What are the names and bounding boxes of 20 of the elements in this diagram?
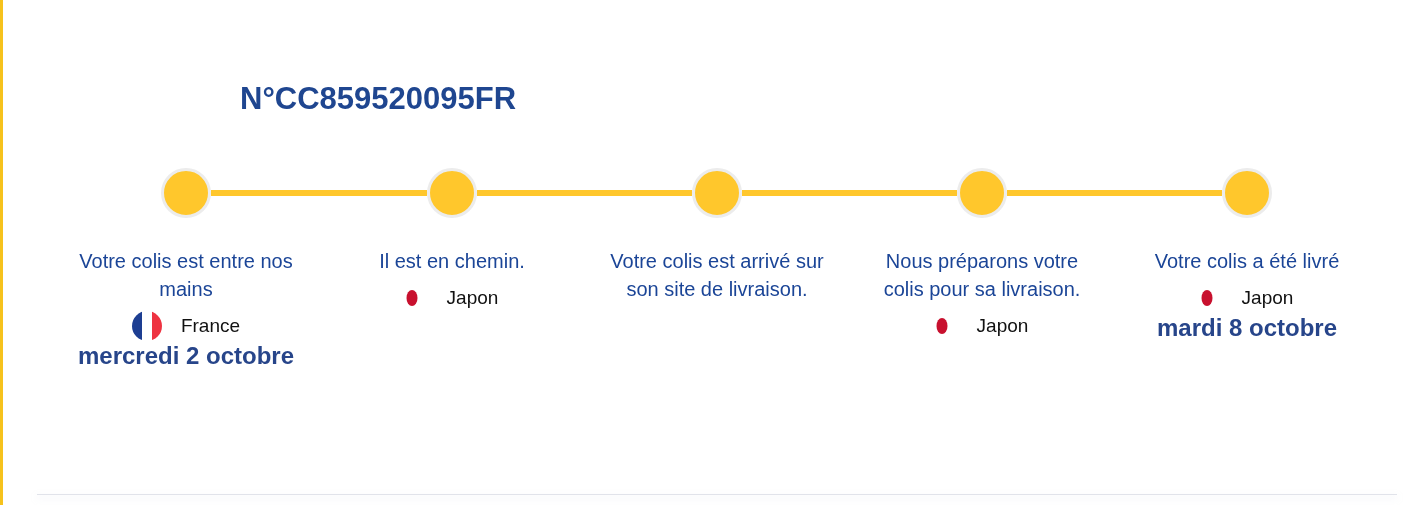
step-circle (161, 168, 211, 218)
step-circle (692, 168, 742, 218)
country-text: Japon (446, 286, 499, 310)
status-text: Nous préparons votre colis pour sa livraison. (882, 249, 1082, 302)
step-circle (957, 168, 1007, 218)
country-text: Japon (1241, 286, 1294, 310)
country-text: Japon (976, 314, 1029, 338)
date-text: mardi 8 octobre (1156, 313, 1337, 343)
status-text: Il est en chemin. (379, 249, 525, 274)
step-circle (427, 168, 477, 218)
status-text: Votre colis est arrivé sur son site de livraison. (609, 249, 825, 302)
date-text: mercredi 2 octobre (77, 341, 295, 371)
step-circle (1222, 168, 1272, 218)
status-text: Votre colis est entre nos mains (78, 249, 294, 302)
timeline-line (211, 190, 427, 196)
tracking-number-heading: N°CC859520095FR (240, 80, 517, 118)
country-text: France (180, 314, 241, 338)
timeline-line (477, 190, 692, 196)
status-text: Votre colis a été livré (1154, 249, 1340, 274)
timeline-line (1007, 190, 1222, 196)
